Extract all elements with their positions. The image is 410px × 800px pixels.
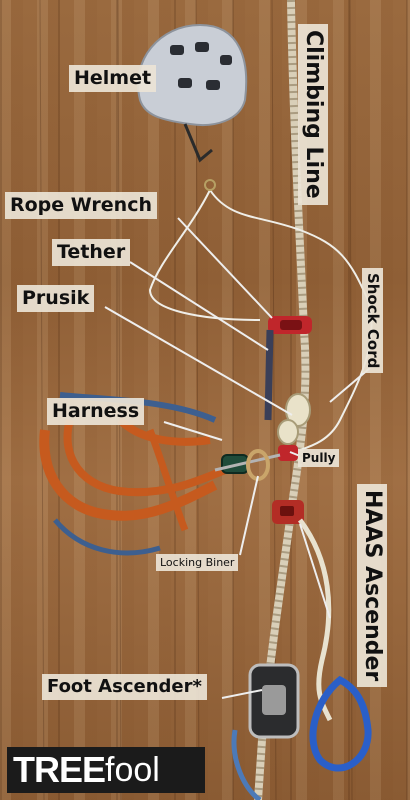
label-prusik: Prusik — [17, 285, 95, 312]
helmet-icon — [137, 23, 248, 191]
label-haas-ascender: HAAS Ascender — [357, 484, 387, 688]
carabiner-icon — [246, 449, 270, 481]
prusik-cluster — [277, 393, 311, 461]
rope-wrench-hardware — [268, 316, 312, 334]
label-tether: Tether — [52, 239, 131, 266]
harness-icon — [39, 392, 281, 556]
foot-loop — [309, 675, 372, 772]
label-foot-ascender: Foot Ascender* — [42, 674, 207, 700]
label-shock-cord: Shock Cord — [362, 268, 383, 374]
label-helmet: Helmet — [69, 65, 157, 92]
ascender-icon — [231, 663, 300, 800]
label-locking-biner: Locking Biner — [156, 554, 239, 571]
haas-ascender-hardware — [272, 500, 333, 722]
label-pully: Pully — [298, 449, 340, 467]
label-harness: Harness — [47, 398, 145, 425]
label-climbing-line: Climbing Line — [298, 24, 328, 205]
logo-text-fool: fool — [105, 750, 160, 789]
pointer-lines — [104, 217, 371, 699]
logo-text-tree: TREE — [13, 749, 106, 790]
label-rope-wrench: Rope Wrench — [5, 192, 157, 219]
tether-strap — [264, 329, 274, 421]
